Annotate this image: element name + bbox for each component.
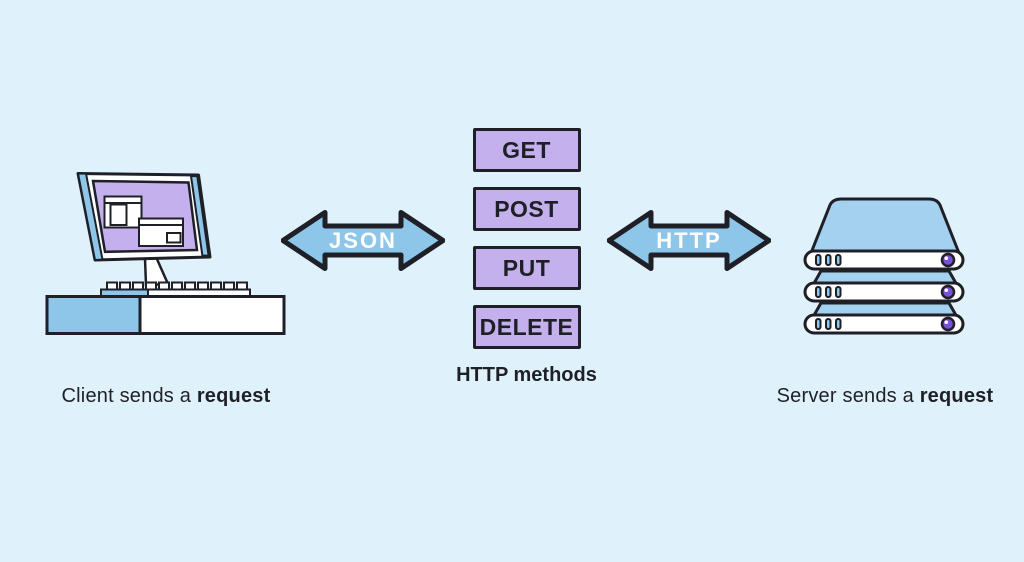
- server-figure: Server sends a request: [765, 196, 1005, 407]
- client-caption-bold: request: [196, 385, 271, 407]
- double-arrow-icon: [281, 210, 445, 271]
- method-label: PUT: [502, 254, 551, 281]
- method-box-post: POST: [472, 187, 581, 231]
- server-caption-bold: request: [919, 385, 994, 407]
- client-caption: Client sends a request: [45, 383, 287, 409]
- client-figure: Client sends a request: [45, 170, 287, 407]
- method-label: POST: [494, 195, 559, 222]
- json-arrow: JSON: [281, 209, 445, 272]
- desktop-computer-icon: [45, 172, 286, 335]
- double-arrow-icon: [607, 210, 771, 271]
- method-box-delete: DELETE: [472, 305, 581, 349]
- methods-title: HTTP methods: [456, 364, 597, 386]
- method-label: GET: [502, 136, 551, 163]
- server-stack-icon: [803, 197, 965, 335]
- server-caption: Server sends a request: [765, 383, 1005, 409]
- server-caption-text: Server sends a: [776, 385, 914, 407]
- client-caption-text: Client sends a: [61, 385, 192, 407]
- method-box-get: GET: [472, 128, 581, 172]
- method-box-put: PUT: [472, 246, 581, 290]
- http-methods-panel: GET POST PUT DELETE HTTP methods: [446, 128, 607, 387]
- json-arrow-label: JSON: [329, 227, 397, 253]
- http-arrow-label: HTTP: [656, 227, 722, 253]
- http-arrow: HTTP: [607, 209, 771, 272]
- method-label: DELETE: [479, 313, 574, 340]
